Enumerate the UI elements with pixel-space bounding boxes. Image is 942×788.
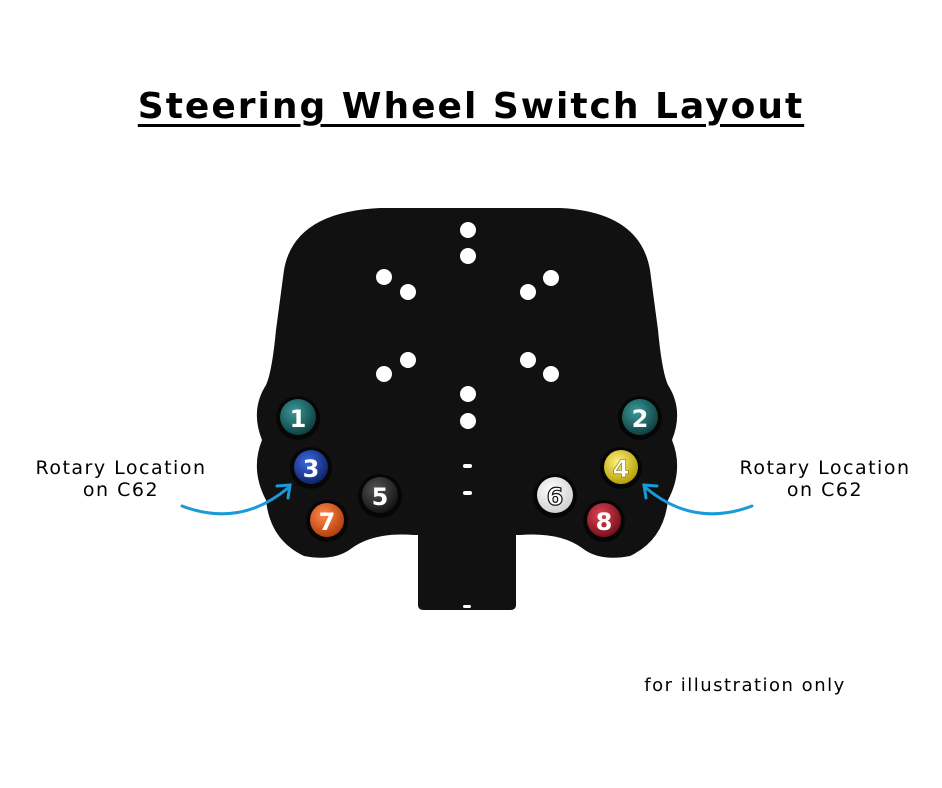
mounting-hole [543, 366, 559, 382]
rotary-label-line1: Rotary Location [739, 457, 911, 479]
button-number: 6 [547, 483, 564, 511]
mounting-hole [460, 222, 476, 238]
mounting-hole [460, 386, 476, 402]
switch-button-6: 6 [533, 474, 577, 518]
switch-button-5: 5 [358, 474, 402, 518]
switch-button-1: 1 [276, 396, 320, 440]
switch-button-2: 2 [618, 396, 662, 440]
switch-button-3: 3 [290, 447, 332, 489]
slot-hole [463, 491, 472, 495]
arrow-left [180, 483, 292, 516]
switch-button-7: 7 [306, 500, 348, 542]
mounting-hole [460, 413, 476, 429]
arrow-right [642, 483, 754, 516]
rotary-label-left: Rotary Location on C62 [6, 457, 236, 501]
mounting-hole [400, 284, 416, 300]
mounting-plate [256, 208, 678, 610]
mounting-holes [376, 222, 559, 608]
rotary-label-line2: on C62 [82, 479, 160, 501]
mounting-hole [376, 269, 392, 285]
mounting-hole [460, 248, 476, 264]
rotary-label-line2: on C62 [786, 479, 864, 501]
mounting-hole [543, 270, 559, 286]
mounting-hole [376, 366, 392, 382]
button-number: 1 [290, 405, 307, 433]
button-number: 4 [613, 455, 630, 483]
page-title: Steering Wheel Switch Layout [137, 86, 805, 127]
button-number: 3 [303, 455, 320, 483]
button-number: 8 [596, 508, 613, 536]
rotary-label-line1: Rotary Location [35, 457, 207, 479]
switch-button-8: 8 [583, 500, 625, 542]
switch-button-4: 4 [600, 447, 642, 489]
rotary-label-right: Rotary Location on C62 [710, 457, 940, 501]
button-number: 5 [372, 483, 389, 511]
button-number: 2 [632, 405, 649, 433]
illustration-note: for illustration only [644, 675, 846, 696]
mounting-hole [520, 284, 536, 300]
mounting-hole [520, 352, 536, 368]
slot-hole [463, 605, 471, 608]
button-number: 7 [319, 508, 336, 536]
slot-hole [463, 464, 472, 468]
mounting-hole [400, 352, 416, 368]
